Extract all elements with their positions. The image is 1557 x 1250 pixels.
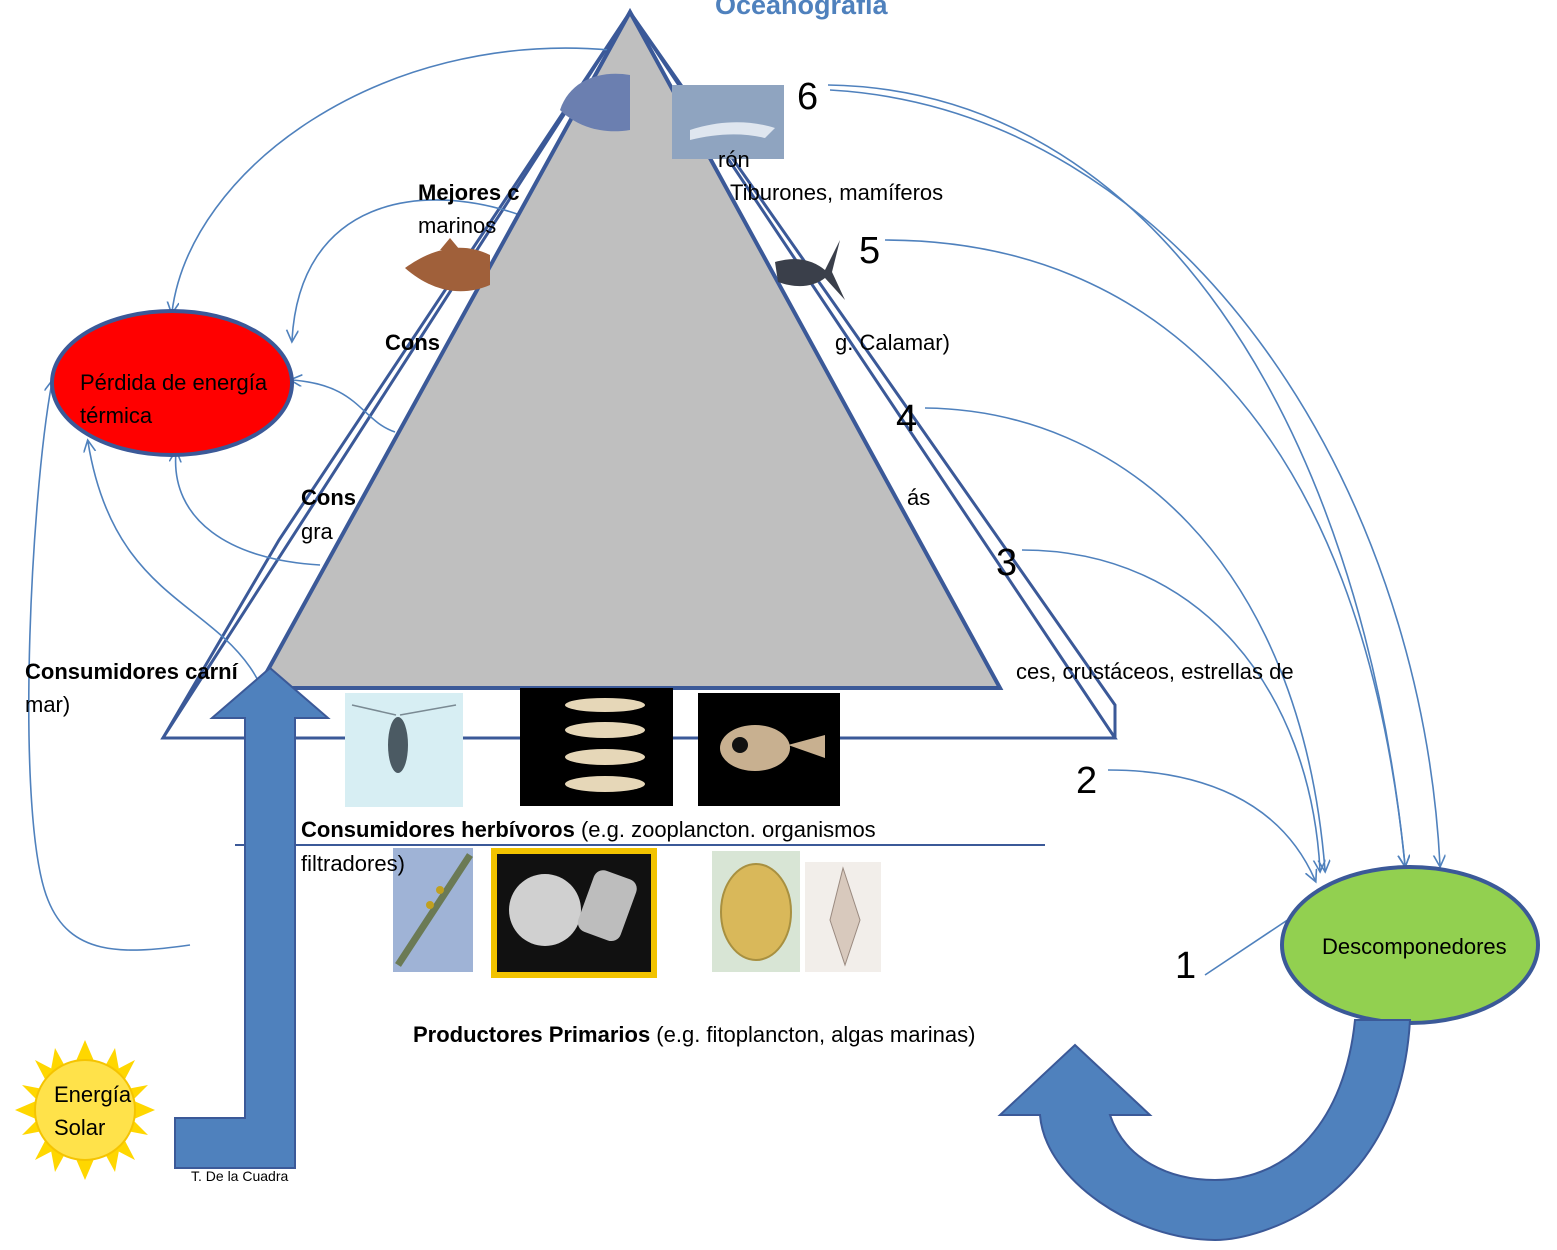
arrow-level2-decomposers bbox=[1107, 769, 1315, 880]
larval-fish-image bbox=[698, 693, 840, 806]
level-number-4: 4 bbox=[896, 398, 918, 440]
fish-larvae-image bbox=[520, 688, 673, 806]
level-1-label: Productores Primarios (e.g. fitoplancton… bbox=[413, 1020, 975, 1050]
level-5-label-right: g. Calamar) bbox=[835, 330, 950, 355]
level-6-label-extra: rón bbox=[718, 147, 750, 172]
decomposers-label: Descomponedores bbox=[1322, 934, 1507, 959]
page-title: Oceanografía bbox=[715, 0, 888, 20]
sun-icon bbox=[15, 1040, 155, 1180]
level-4-label-right: ás bbox=[907, 485, 931, 510]
level-6-bold: Mejores c bbox=[418, 180, 520, 205]
level-4-bold: Cons bbox=[301, 485, 356, 510]
level-5-bold: Cons bbox=[385, 330, 440, 355]
coccolith-image bbox=[491, 848, 657, 978]
level-4-label-left: Cons bbox=[301, 483, 356, 513]
arrow-level6-decomposers bbox=[827, 84, 1405, 865]
level-2-bold: Consumidores herbívoros bbox=[301, 817, 575, 842]
arrow-top-heat bbox=[172, 47, 611, 312]
level-number-1: 1 bbox=[1175, 945, 1197, 987]
heat-loss-node bbox=[50, 309, 294, 457]
level-2-label: Consumidores herbívoros (e.g. zooplancto… bbox=[301, 815, 876, 845]
arrow-level4-decomposers bbox=[924, 407, 1325, 870]
arrow-level3-heat bbox=[176, 452, 321, 566]
level-1-rest: (e.g. fitoplancton, algas marinas) bbox=[650, 1022, 976, 1047]
arrow-level3-decomposers bbox=[1021, 549, 1320, 870]
level-5-label-left: Cons bbox=[385, 328, 440, 358]
level-3-label-left: Consumidores carní bbox=[25, 657, 238, 687]
level-number-3: 3 bbox=[996, 542, 1018, 584]
level-3-bold: Consumidores carní bbox=[25, 659, 238, 684]
level-4-label-line2: gra bbox=[301, 519, 333, 544]
solar-label: Energía Solar bbox=[54, 1082, 132, 1140]
dolphin-image bbox=[560, 73, 630, 132]
level-2-label-line2: filtradores) bbox=[301, 851, 405, 876]
shark-image bbox=[672, 85, 784, 159]
solar-input-arrow bbox=[174, 666, 331, 1169]
squid-image bbox=[405, 238, 490, 292]
arrow-level1-heat bbox=[28, 382, 191, 951]
recycling-arrow bbox=[997, 1019, 1412, 1242]
level-2-rest: (e.g. zooplancton. organismos bbox=[574, 817, 876, 842]
level-3-label-line2: mar) bbox=[25, 692, 71, 717]
level-6-label-right: Tiburones, mamíferos bbox=[730, 180, 944, 205]
arrow-level5-heat bbox=[292, 199, 521, 340]
level-6-label-left: Mejores c bbox=[418, 178, 520, 208]
level-number-6: 6 bbox=[797, 76, 819, 118]
level-number-2: 2 bbox=[1076, 760, 1098, 802]
diatom-image bbox=[393, 848, 473, 972]
level-1-bold: Productores Primarios bbox=[413, 1022, 651, 1047]
level-6-label-line2: marinos bbox=[418, 213, 497, 235]
credit-text: T. De la Cuadra bbox=[191, 1168, 289, 1184]
dinoflagellate-image bbox=[712, 851, 881, 972]
arrow-level5-decomposers bbox=[884, 239, 1405, 865]
level-3-label-right: ces, crustáceos, estrellas de bbox=[1016, 659, 1294, 684]
tuna-image bbox=[775, 240, 845, 300]
arrow-level4-heat bbox=[292, 380, 396, 433]
heat-loss-label: Pérdida de energía térmica bbox=[80, 370, 268, 428]
arrow-level6b-decomposers bbox=[829, 89, 1440, 865]
level-number-5: 5 bbox=[859, 230, 881, 272]
copepod-image bbox=[345, 693, 463, 807]
